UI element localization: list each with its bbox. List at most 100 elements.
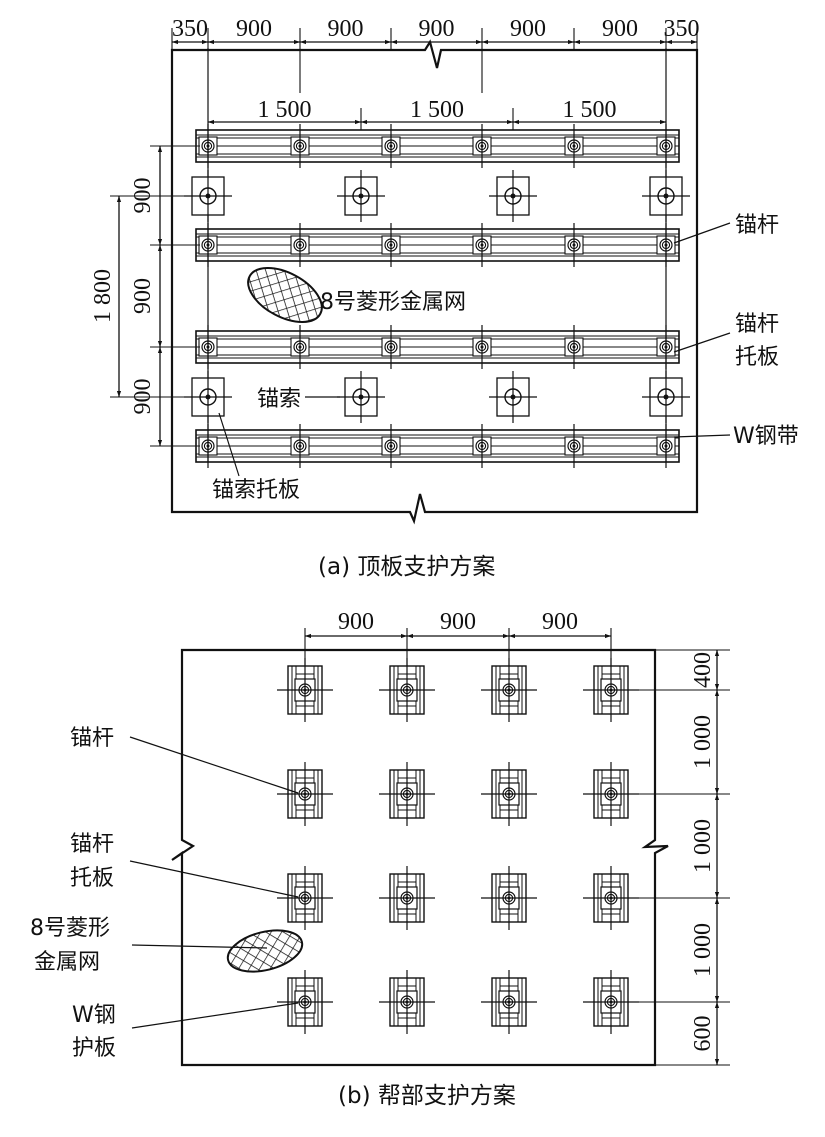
leader-w-strap — [673, 434, 731, 438]
bolt-outer-ring — [384, 439, 398, 453]
bolt-core — [405, 896, 409, 900]
bolt-inner-ring — [386, 441, 396, 451]
label-bolt-plate-b-2: 托板 — [70, 866, 114, 891]
bolt-inner-ring — [300, 685, 310, 695]
left-dim-label: 900 — [130, 278, 156, 314]
label-bolt-plate-1: 锚杆 — [735, 312, 779, 337]
bolt-inner-ring — [477, 240, 487, 250]
bolt-head — [567, 340, 581, 354]
cable-dim-label: 1 500 — [410, 97, 464, 123]
anchor-cable — [489, 371, 537, 423]
cable-ring — [199, 388, 217, 406]
bolt-inner-ring — [569, 441, 579, 451]
bolt-outer-ring — [502, 891, 516, 905]
bolt-head — [604, 891, 618, 905]
bolt-inner-ring — [569, 141, 579, 151]
bolt-core — [480, 144, 484, 148]
bolt-inner-ring — [477, 141, 487, 151]
left-dim-label: 900 — [130, 379, 156, 415]
bolt-core — [480, 345, 484, 349]
bolt-core — [480, 444, 484, 448]
bolt-head — [475, 238, 489, 252]
cable-core — [663, 394, 669, 400]
w-steel-strap — [165, 223, 680, 267]
bolt-inner-ring — [606, 893, 616, 903]
bolt-outer-ring — [475, 439, 489, 453]
bolt-core — [507, 896, 511, 900]
bolt-core — [303, 688, 307, 692]
top-dim-label-b: 900 — [542, 609, 578, 635]
bolt-core — [609, 896, 613, 900]
bolt-head — [502, 683, 516, 697]
bolt-outer-ring — [298, 787, 312, 801]
mesh-symbol — [247, 266, 323, 324]
w-steel-strap — [165, 424, 680, 468]
bolt-outer-ring — [475, 340, 489, 354]
cable-core — [358, 394, 364, 400]
bolt-head — [293, 439, 307, 453]
label-bolt-plate-b-1: 锚杆 — [70, 832, 114, 857]
bolt-outer-ring — [502, 787, 516, 801]
bolt-inner-ring — [402, 893, 412, 903]
bolt-core — [480, 243, 484, 247]
bolt-head — [293, 340, 307, 354]
bolt-core — [389, 144, 393, 148]
right-dim-label-b: 1 000 — [690, 715, 716, 769]
bolt-core — [389, 345, 393, 349]
cable-ring — [657, 187, 675, 205]
bolt-inner-ring — [402, 685, 412, 695]
bolt-inner-ring — [300, 893, 310, 903]
leader-bolt — [673, 222, 731, 244]
bolt-inner-ring — [504, 997, 514, 1007]
anchor-cable — [489, 170, 537, 222]
bolt-head — [604, 787, 618, 801]
mesh-symbol-b — [226, 929, 304, 973]
cable-dim-label: 1 500 — [258, 97, 312, 123]
cable-ring — [352, 187, 370, 205]
cable-ring — [504, 187, 522, 205]
label-bolt-b: 锚杆 — [70, 726, 114, 751]
top-dim-label: 900 — [419, 16, 455, 42]
bolt-head — [400, 787, 414, 801]
bolt-head — [400, 683, 414, 697]
leader-bolt-b — [129, 736, 299, 794]
bolt-core — [572, 144, 576, 148]
rib-bolt — [481, 658, 537, 722]
bolt-outer-ring — [400, 787, 414, 801]
bolt-core — [405, 688, 409, 692]
bolt-core — [303, 1000, 307, 1004]
bolt-inner-ring — [402, 997, 412, 1007]
bolt-outer-ring — [298, 683, 312, 697]
bolt-outer-ring — [604, 995, 618, 1009]
cable-dim-label: 1 500 — [563, 97, 617, 123]
bolt-outer-ring — [293, 238, 307, 252]
caption-a: (a) 顶板支护方案 — [318, 554, 495, 580]
bolt-head — [475, 439, 489, 453]
bolt-head — [400, 995, 414, 1009]
anchor-cable — [184, 371, 232, 423]
bolt-inner-ring — [300, 789, 310, 799]
bolt-outer-ring — [293, 139, 307, 153]
top-dim-label: 900 — [328, 16, 364, 42]
top-dim-label: 900 — [510, 16, 546, 42]
right-dim-label-b: 1 000 — [690, 819, 716, 873]
bolt-core — [609, 688, 613, 692]
bolt-core — [303, 792, 307, 796]
anchor-cable — [184, 170, 232, 222]
bolt-outer-ring — [298, 891, 312, 905]
bolt-core — [572, 345, 576, 349]
bolt-head — [502, 891, 516, 905]
bolt-inner-ring — [402, 789, 412, 799]
bolt-outer-ring — [604, 891, 618, 905]
rib-bolt — [277, 970, 333, 1034]
right-dim-label-b: 400 — [690, 652, 716, 688]
label-cable-plate: 锚索托板 — [212, 478, 300, 503]
bolt-inner-ring — [477, 342, 487, 352]
bolt-head — [604, 683, 618, 697]
anchor-cable — [642, 371, 690, 423]
bolt-head — [298, 683, 312, 697]
bolt-head — [604, 995, 618, 1009]
